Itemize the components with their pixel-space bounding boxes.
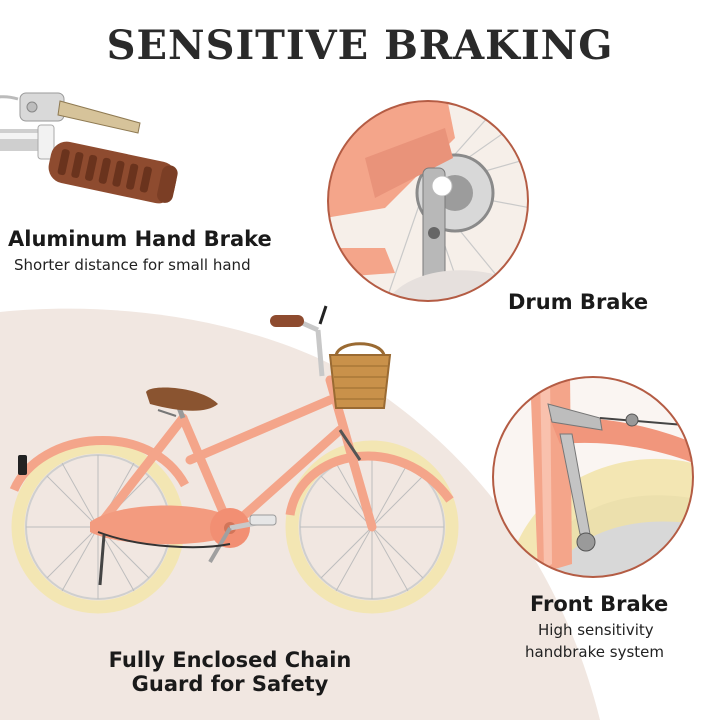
chain-guard-caption: Fully Enclosed Chain Guard for Safety [60,648,400,696]
hand-brake-subtitle: Shorter distance for small hand [14,256,251,274]
front-brake-illustration [492,376,694,578]
bicycle-illustration [9,305,459,614]
hand-brake-illustration [0,92,178,204]
front-brake-subtitle-line2: handbrake system [525,643,664,661]
chain-guard-line2: Guard for Safety [131,672,329,696]
front-brake-subtitle-line1: High sensitivity [538,621,654,639]
drum-brake-title: Drum Brake [508,290,649,314]
chain-guard-line1: Fully Enclosed Chain [108,648,352,672]
front-brake-title: Front Brake [530,592,669,616]
drum-brake-illustration [327,100,529,302]
hand-brake-title: Aluminum Hand Brake [8,227,272,251]
page-title: SENSITIVE BRAKING [106,22,614,69]
